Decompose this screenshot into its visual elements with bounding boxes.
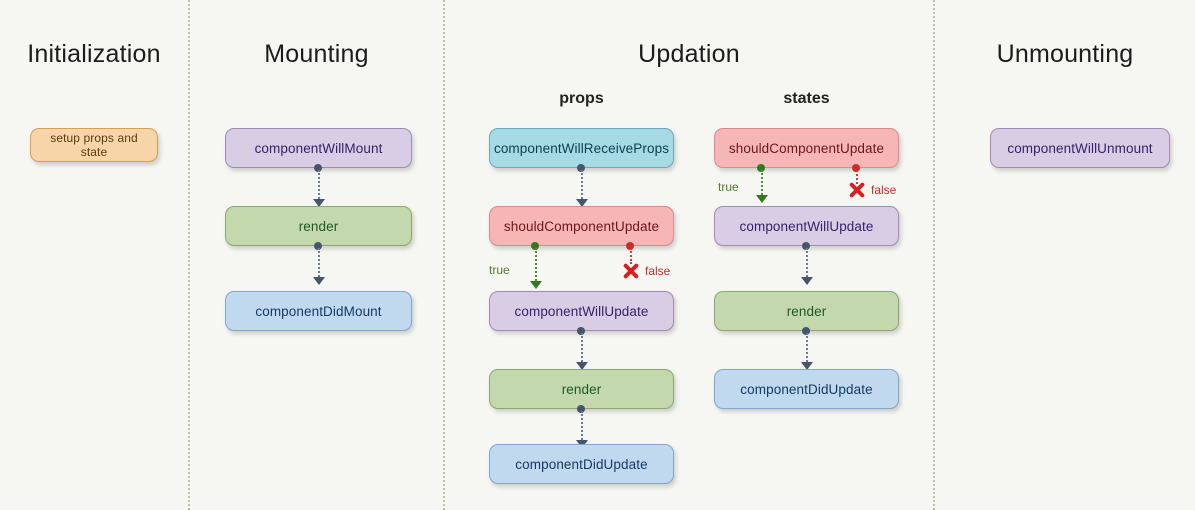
connector-arrowhead	[576, 199, 588, 207]
branch-line-true	[761, 170, 763, 198]
false-terminator-x-icon	[848, 181, 866, 199]
connector-line	[806, 248, 808, 280]
node-states-should-component-update[interactable]: shouldComponentUpdate	[714, 128, 899, 168]
connector-line	[581, 333, 583, 365]
connector-dot	[802, 327, 810, 335]
section-divider-3	[933, 0, 935, 510]
node-mounting-render[interactable]: render	[225, 206, 412, 246]
node-mounting-component-did-mount[interactable]: componentDidMount	[225, 291, 412, 331]
node-states-render[interactable]: render	[714, 291, 899, 331]
connector-dot	[577, 327, 585, 335]
node-mounting-component-will-mount[interactable]: componentWillMount	[225, 128, 412, 168]
connector-dot	[802, 242, 810, 250]
branch-dot-true	[757, 164, 765, 172]
branch-label-true-props: true	[489, 263, 510, 277]
connector-line	[318, 248, 320, 280]
node-props-render[interactable]: render	[489, 369, 674, 409]
branch-label-true-states: true	[718, 180, 739, 194]
branch-arrowhead-true	[756, 195, 768, 203]
connector-arrowhead	[801, 362, 813, 370]
node-states-component-did-update[interactable]: componentDidUpdate	[714, 369, 899, 409]
node-setup-props-and-state[interactable]: setup props and state	[30, 128, 158, 162]
section-title-unmounting: Unmounting	[996, 40, 1134, 68]
section-title-updation: Updation	[638, 40, 740, 68]
connector-line	[581, 170, 583, 202]
branch-dot-true	[531, 242, 539, 250]
branch-label-false-props: false	[645, 264, 671, 278]
connector-arrowhead	[576, 362, 588, 370]
branch-line-false	[630, 248, 632, 264]
subsection-title-props: props	[559, 90, 604, 107]
section-divider-1	[188, 0, 190, 510]
branch-line-false	[856, 170, 858, 184]
connector-dot	[314, 164, 322, 172]
connector-arrowhead	[313, 199, 325, 207]
node-props-component-will-update[interactable]: componentWillUpdate	[489, 291, 674, 331]
subsection-title-states: states	[783, 90, 830, 107]
connector-line	[318, 170, 320, 202]
node-states-component-will-update[interactable]: componentWillUpdate	[714, 206, 899, 246]
node-unmounting-component-will-unmount[interactable]: componentWillUnmount	[990, 128, 1170, 168]
node-props-should-component-update[interactable]: shouldComponentUpdate	[489, 206, 674, 246]
node-props-component-did-update[interactable]: componentDidUpdate	[489, 444, 674, 484]
branch-dot-false	[626, 242, 634, 250]
section-title-mounting: Mounting	[264, 40, 369, 68]
connector-dot	[577, 405, 585, 413]
branch-arrowhead-true	[530, 281, 542, 289]
connector-arrowhead	[801, 277, 813, 285]
connector-line	[581, 411, 583, 443]
section-title-initialization: Initialization	[27, 40, 161, 68]
connector-dot	[577, 164, 585, 172]
branch-label-false-states: false	[871, 183, 897, 197]
connector-arrowhead	[313, 277, 325, 285]
branch-dot-false	[852, 164, 860, 172]
false-terminator-x-icon	[622, 262, 640, 280]
node-props-component-will-receive-props[interactable]: componentWillReceiveProps	[489, 128, 674, 168]
section-divider-2	[443, 0, 445, 510]
connector-line	[806, 333, 808, 365]
connector-dot	[314, 242, 322, 250]
branch-line-true	[535, 248, 537, 284]
